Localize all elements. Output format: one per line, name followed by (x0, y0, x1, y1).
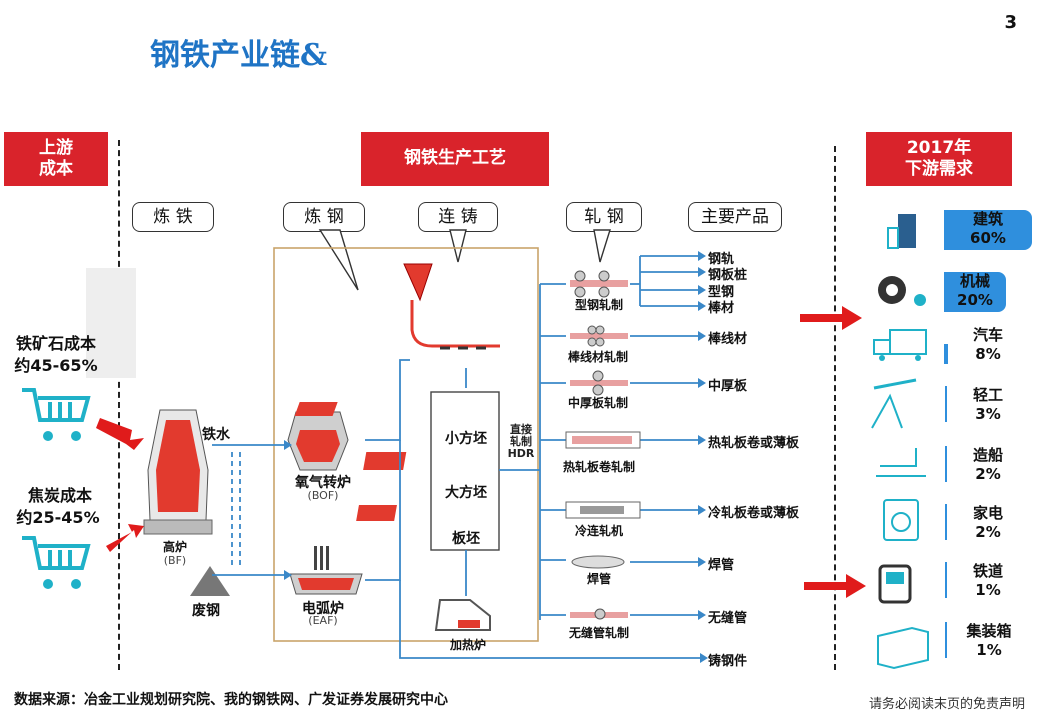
demand-appliances: 家电 2% (958, 504, 1018, 542)
scrap-label: 废钢 (192, 603, 220, 619)
upstream-header: 上游 成本 (4, 132, 108, 186)
red-arrow-ore (96, 418, 144, 450)
mill-section: 型钢轧制 (574, 298, 623, 312)
demand-railway: 铁道 1% (958, 562, 1018, 600)
product-section: 型钢 (708, 285, 735, 300)
step-ironmaking: 炼 铁 (132, 202, 214, 232)
red-arrow-machinery (800, 314, 844, 322)
demand-shipbuilding-pct: 2% (975, 465, 1001, 483)
demand-auto: 汽车 8% (958, 326, 1018, 364)
process-header: 钢铁生产工艺 (361, 132, 549, 186)
demand-auto-name: 汽车 (972, 326, 1003, 344)
product-plate: 中厚板 (708, 379, 748, 394)
step-steelmaking: 炼 钢 (283, 202, 365, 232)
step-rolling: 轧 钢 (566, 202, 642, 232)
product-bar: 棒材 (708, 301, 735, 316)
bg-panel (86, 268, 136, 378)
billet-slab: 板坯 (452, 531, 480, 547)
bof-icon (287, 411, 349, 471)
demand-container: 集装箱 1% (954, 622, 1024, 660)
rolling-mills-icons (565, 270, 641, 620)
step-casting: 连 铸 (418, 202, 498, 232)
coke-cost-label: 焦炭成本 (27, 486, 92, 505)
reheat-furnace-icon (434, 599, 491, 631)
coke-cost-range: 约25-45% (16, 508, 100, 527)
divider-left (118, 140, 120, 670)
demand-construction-name: 建筑 (972, 210, 1003, 228)
demand-light-industry-pct: 3% (975, 405, 1001, 423)
demand-light-industry-name: 轻工 (972, 386, 1003, 404)
product-rail: 钢轨 (708, 252, 735, 267)
demand-icons (871, 214, 929, 670)
mill-seamless: 无缝管轧制 (568, 626, 629, 640)
demand-machinery-name: 机械 (959, 272, 990, 290)
product-wire-rod: 棒线材 (708, 332, 748, 347)
demand-appliances-pct: 2% (975, 523, 1001, 541)
blast-furnace-icon (143, 409, 213, 535)
eaf-label: 电弧炉 (302, 601, 344, 617)
blast-furnace-label: 高炉 (162, 540, 187, 554)
mill-wire-rod: 棒线材轧制 (567, 350, 628, 364)
demand-container-pct: 1% (976, 641, 1002, 659)
mill-hot-strip: 热轧板卷轧制 (562, 460, 635, 474)
product-hot-coil: 热轧板卷或薄板 (708, 436, 800, 451)
demand-machinery: 机械 20% (944, 272, 1006, 312)
scrap-pile-icon (190, 566, 230, 596)
bof-abbr: (BOF) (307, 489, 339, 502)
demand-appliances-name: 家电 (972, 504, 1003, 522)
iron-ore-cost-label: 铁矿石成本 (15, 334, 96, 353)
reheat-furnace-label: 加热炉 (449, 638, 486, 652)
disclaimer: 请务必阅读末页的免责声明 (868, 697, 1025, 712)
source-note: 数据来源：冶金工业规划研究院、我的钢铁网、广发证券发展研究中心 (14, 692, 448, 708)
demand-light-industry: 轻工 3% (958, 386, 1018, 424)
product-sheet-pile: 钢板桩 (708, 268, 748, 283)
demand-shipbuilding: 造船 2% (958, 446, 1018, 484)
product-cold-coil: 冷轧板卷或薄板 (708, 506, 800, 521)
hot-metal-label: 铁水 (202, 427, 230, 443)
demand-auto-pct: 8% (975, 345, 1001, 363)
eaf-icon (289, 546, 363, 595)
mill-plate: 中厚板轧制 (567, 396, 628, 410)
billet-small: 小方坯 (445, 431, 487, 447)
cart-icons (22, 388, 91, 570)
demand-construction: 建筑 60% (944, 210, 1032, 250)
product-welded-pipe: 焊管 (708, 558, 735, 573)
mill-cold: 冷连轧机 (574, 524, 623, 538)
demand-shipbuilding-name: 造船 (972, 446, 1003, 464)
divider-right (834, 146, 836, 670)
eaf-abbr: (EAF) (308, 614, 338, 627)
blast-furnace-abbr: (BF) (163, 554, 187, 567)
hdr-label: 直接 轧制 HDR (507, 423, 535, 461)
product-casting: 铸钢件 (708, 654, 748, 669)
caster-icon (403, 263, 500, 350)
red-arrow-rail (804, 582, 848, 590)
downstream-header: 2017年 下游需求 (866, 132, 1012, 186)
demand-machinery-pct: 20% (957, 291, 993, 309)
demand-railway-name: 铁道 (972, 562, 1003, 580)
demand-construction-pct: 60% (970, 229, 1006, 247)
page-number: 3 (1004, 12, 1017, 33)
demand-railway-pct: 1% (975, 581, 1001, 599)
page-title: 钢铁产业链& (150, 38, 328, 73)
billet-large: 大方坯 (445, 485, 487, 501)
demand-container-name: 集装箱 (966, 622, 1012, 640)
product-seamless-pipe: 无缝管 (708, 611, 748, 626)
step-products: 主要产品 (688, 202, 782, 232)
mill-welded: 焊管 (586, 572, 611, 586)
bof-label: 氧气转炉 (295, 475, 351, 491)
iron-ore-cost-range: 约45-65% (14, 356, 98, 375)
